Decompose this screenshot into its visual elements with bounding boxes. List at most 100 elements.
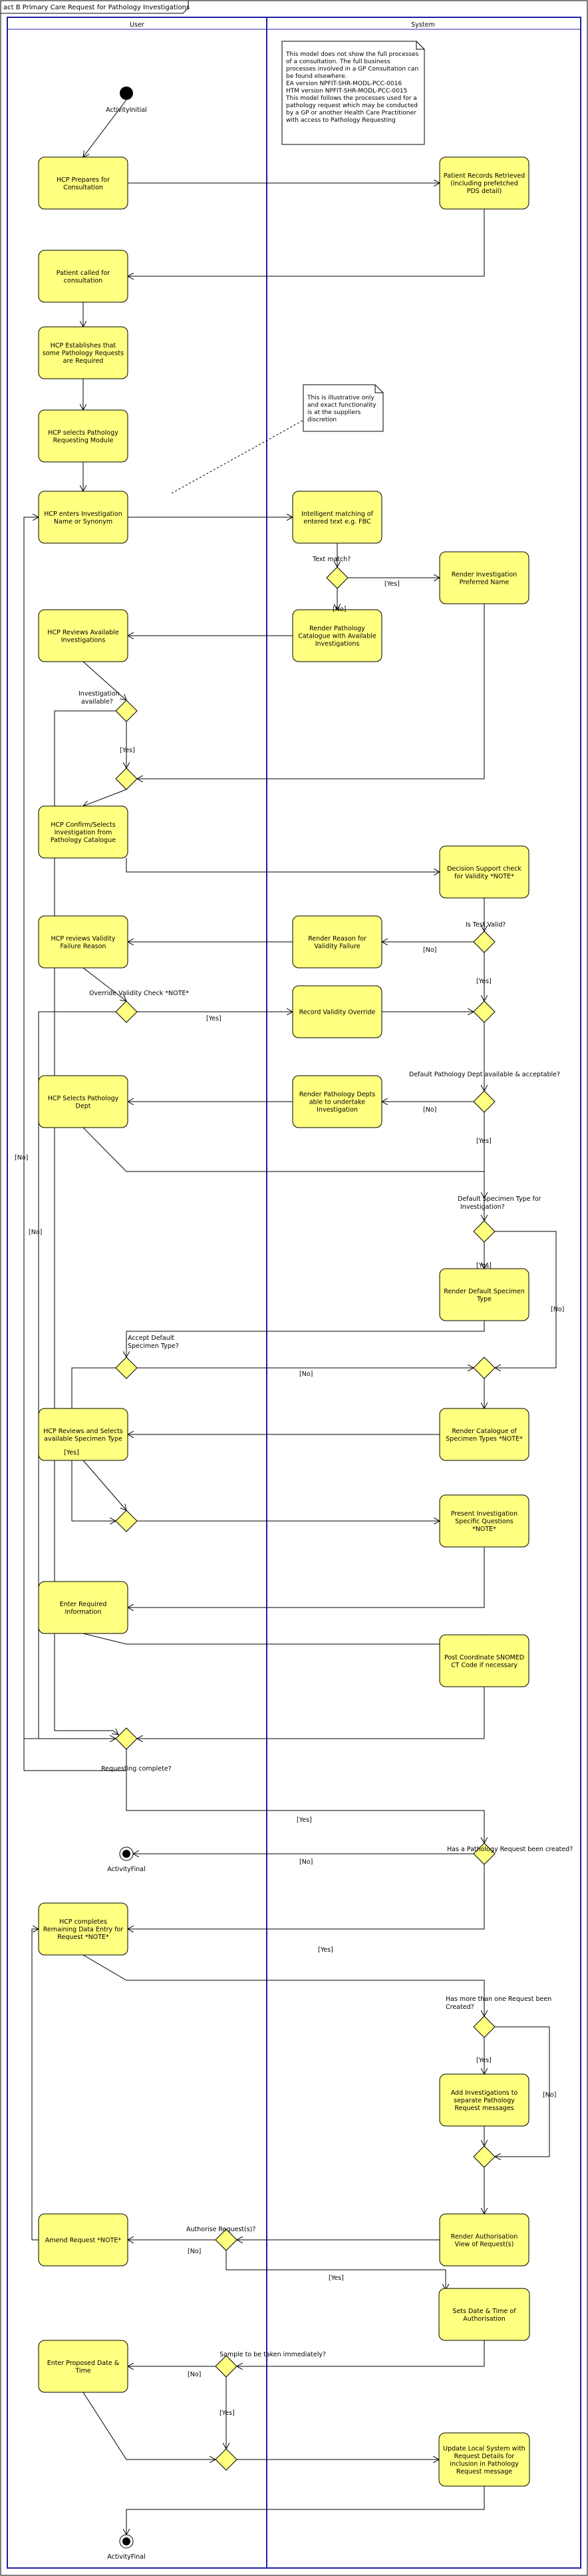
flow-edge (126, 2486, 485, 2535)
activity-text: Authorisation (463, 2315, 506, 2322)
activity-text: some Pathology Requests (43, 350, 124, 357)
decision-d16 (215, 2229, 237, 2251)
activity-text: Patient Records Retrieved (444, 172, 525, 180)
activity-a29: Enter Proposed Date &Time (38, 2340, 128, 2393)
flow-edge (82, 1954, 484, 2016)
guard-label: Default Specimen Type for (458, 1195, 541, 1203)
activity-text: inclusion in Pathology (450, 2460, 519, 2468)
activity-text: Render Default Specimen (444, 1288, 524, 1295)
decision-d15 (473, 2145, 496, 2168)
guard-label: Investigation? (460, 1203, 505, 1211)
final-node-1 (119, 1846, 134, 1861)
activity-text: Render Reason for (308, 935, 367, 943)
activity-text: Requesting Module (53, 437, 114, 444)
activity-text: Request *NOTE* (57, 1934, 109, 1941)
flow-edge (137, 1687, 485, 1739)
activity-text: Render Pathology Depts (299, 1091, 376, 1098)
activity-text: Failure Reason (61, 943, 106, 950)
flow-edge (82, 967, 126, 1001)
guard-label: ActivityInitial (106, 107, 147, 114)
swimlane-system-label: System (411, 21, 434, 29)
guard-label: Override Validity Check *NOTE* (89, 990, 189, 997)
decision-d8 (473, 1220, 496, 1243)
activity-text: Specimen Types *NOTE* (446, 1435, 523, 1442)
guard-label: [No] (551, 1306, 564, 1313)
decision-d9 (473, 1357, 496, 1379)
guard-label: Has a Pathology Request been created? (447, 1846, 573, 1853)
guard-label: [Yes] (476, 978, 492, 985)
activity-text: available Specimen Type (44, 1435, 122, 1442)
flow-edge (128, 1547, 485, 1608)
activity-text: separate Pathology (454, 2097, 515, 2105)
flow-edge (54, 710, 118, 1735)
activity-text: Add Investigations to (451, 2089, 518, 2097)
guard-label: [Yes] (64, 1449, 79, 1456)
decision-d14 (473, 2016, 496, 2038)
flow-edge (23, 517, 127, 1771)
activity-text: Preferred Name (460, 578, 510, 586)
note-text: pathology request which may be conducted (286, 103, 418, 109)
guard-label: Investigation (78, 690, 120, 698)
flow-edge (82, 1460, 126, 1510)
activity-text: CT Code if necessary (451, 1661, 517, 1669)
activity-text: Request message (456, 2468, 512, 2475)
activity-text: Time (74, 2367, 90, 2374)
note-text: This model does not show the full proces… (285, 51, 419, 58)
activity-text: Render Investigation (452, 571, 517, 578)
activity-text: HCP Reviews and Selects (43, 1428, 123, 1435)
note-text: by a GP or another Health Care Practitio… (286, 110, 416, 116)
activity-a2: Patient Records Retrieved(including pref… (439, 156, 529, 210)
guard-label: available? (81, 698, 113, 706)
note-text: This model follows the processes used fo… (285, 95, 417, 102)
flow-edge (31, 1929, 39, 2241)
guard-label: [Yes] (206, 1015, 221, 1022)
flow-edge (126, 1321, 485, 1357)
note-text: discretion (307, 417, 337, 423)
decision-d10 (115, 1357, 138, 1379)
diagram-title: act B Primary Care Request for Pathology… (3, 4, 190, 11)
activity-text: Present Investigation (451, 1510, 517, 1518)
activity-text: Consultation (63, 184, 103, 191)
guard-label: Text match? (312, 556, 351, 563)
activity-text: Request messages (454, 2105, 514, 2112)
note-text: be found elsewhere. (286, 73, 347, 80)
activity-text: HCP Reviews Available (47, 629, 119, 636)
flow-edge (83, 789, 127, 806)
activity-text: Investigations (61, 636, 106, 644)
activity-text: *NOTE* (472, 1526, 496, 1533)
note-text: of a consultation. The full business (286, 59, 390, 65)
activity-text: Investigation from (55, 829, 112, 837)
activity-text: Render Authorisation (451, 2233, 517, 2241)
note-text: EA version NPFIT-SHR-MODL-PCC-0016 (286, 81, 402, 87)
guard-label: Created? (446, 2004, 474, 2011)
decision-d2 (115, 700, 138, 722)
activity-text: HCP completes (59, 1918, 107, 1926)
flow-edge (38, 1012, 116, 1739)
activity-text: Investigations (315, 640, 360, 648)
activity-text: Name or Synonym (54, 518, 112, 525)
guard-label: [No] (15, 1154, 28, 1162)
activity-text: Enter Proposed Date & (47, 2360, 120, 2367)
swimlane-user-label: User (130, 21, 144, 29)
guard-label: [Yes] (297, 1817, 312, 1824)
activity-text: Update Local System with (443, 2445, 525, 2452)
guard-label: [Yes] (476, 2057, 492, 2064)
activity-text: Validity Failure (314, 943, 360, 950)
activity-text: Decision Support check (447, 865, 521, 873)
activity-text: HCP selects Pathology (48, 429, 118, 437)
